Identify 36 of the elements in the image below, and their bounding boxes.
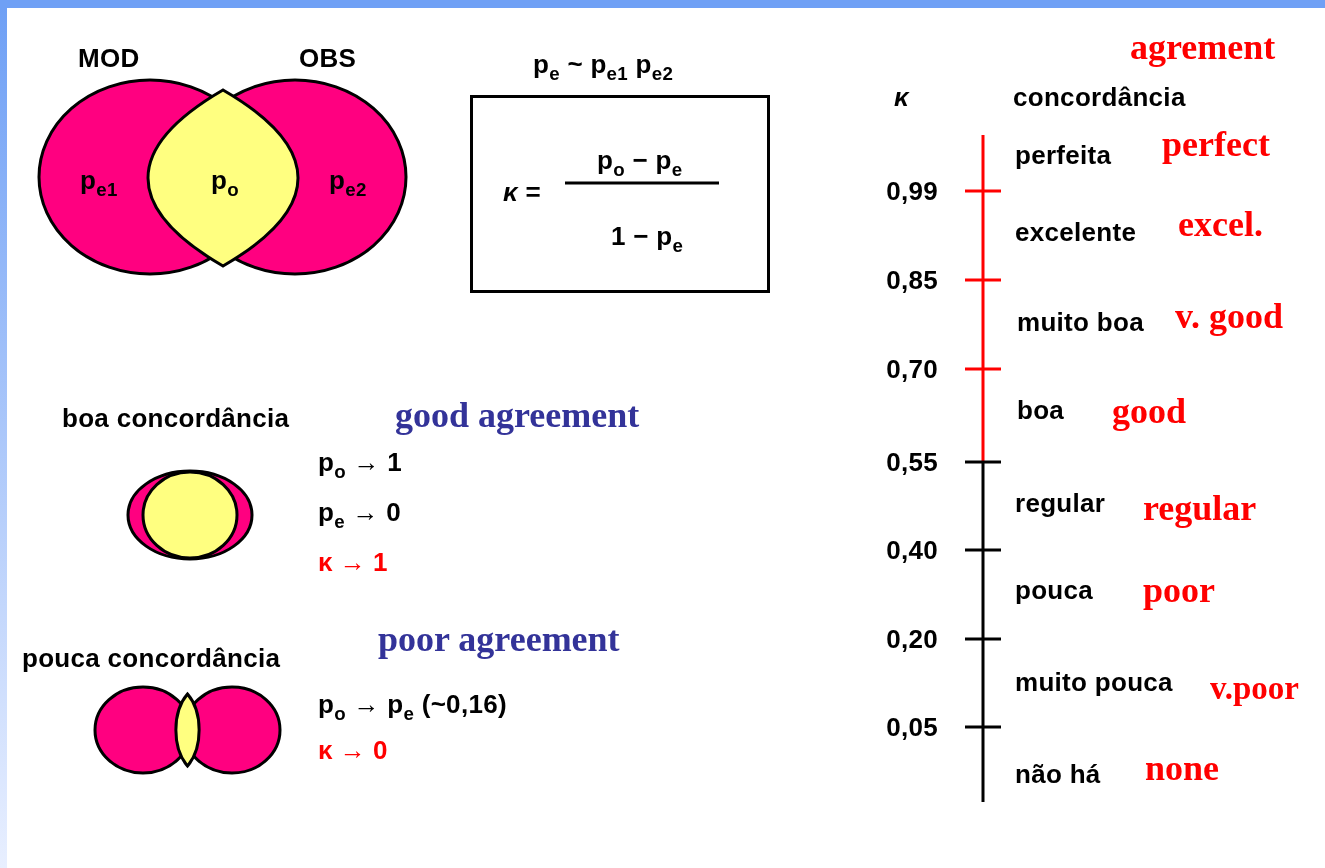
translation-text: poor agreement xyxy=(378,621,620,657)
translation-text: good agreement xyxy=(395,397,640,433)
tick-value: 0,20 xyxy=(886,626,938,652)
limit-text: κ → 1 xyxy=(318,549,388,575)
category-translation: good xyxy=(1112,393,1187,429)
category-translation: v.poor xyxy=(1210,671,1299,705)
category-text: regular xyxy=(1015,490,1106,516)
category-text: perfeita xyxy=(1015,142,1112,168)
tick-value: 0,99 xyxy=(886,178,938,204)
category-text: muito pouca xyxy=(1015,669,1173,695)
category-translation: none xyxy=(1145,750,1220,786)
category-text: muito boa xyxy=(1017,309,1144,335)
tick-value: 0,05 xyxy=(886,714,938,740)
tick-value: 0,70 xyxy=(886,356,938,382)
tick-value: 0,55 xyxy=(886,449,938,475)
category-text: excelente xyxy=(1015,219,1137,245)
column-heading: κ xyxy=(894,84,909,110)
category-translation: excel. xyxy=(1178,206,1263,242)
set-label: OBS xyxy=(299,45,357,71)
column-heading: concordância xyxy=(1013,84,1186,110)
category-text: pouca xyxy=(1015,577,1094,603)
category-text: não há xyxy=(1015,761,1101,787)
formula-text: κ = xyxy=(503,179,542,205)
category-translation: v. good xyxy=(1175,298,1284,334)
formula-box xyxy=(470,95,770,293)
limit-text: κ → 0 xyxy=(318,737,388,763)
section-heading: boa concordância xyxy=(62,405,290,431)
tick-value: 0,85 xyxy=(886,267,938,293)
column-heading: agrement xyxy=(1130,29,1276,65)
tick-value: 0,40 xyxy=(886,537,938,563)
category-translation: poor xyxy=(1143,572,1215,608)
category-translation: regular xyxy=(1143,490,1257,526)
category-translation: perfect xyxy=(1162,126,1270,162)
section-heading: pouca concordância xyxy=(22,645,281,671)
category-text: boa xyxy=(1017,397,1065,423)
set-label: MOD xyxy=(78,45,140,71)
